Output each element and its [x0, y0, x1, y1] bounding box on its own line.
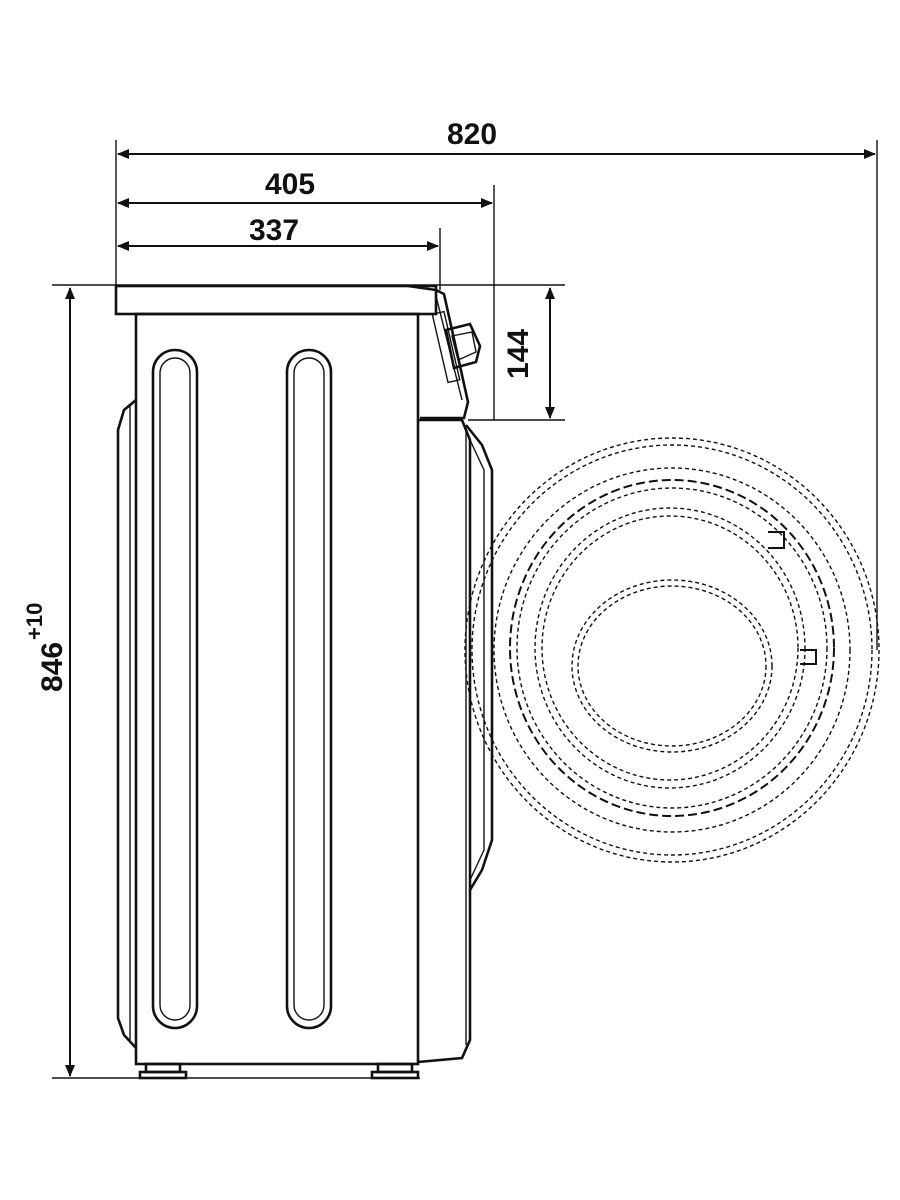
side-rib-left — [151, 348, 199, 1030]
control-knob — [444, 322, 482, 370]
label-846: 846 — [36, 642, 69, 692]
label-820: 820 — [447, 118, 497, 151]
control-panel — [420, 288, 470, 420]
label-846-tolerance: +10 — [22, 603, 47, 640]
door-bulge — [464, 424, 494, 891]
top-panel — [114, 284, 438, 316]
extension-lines — [52, 140, 878, 1079]
body-side-panel — [134, 312, 420, 1066]
side-rib-right — [285, 348, 333, 1030]
dimension-lines — [65, 149, 876, 1077]
label-337: 337 — [249, 214, 299, 247]
label-846-group: 846 +10 — [22, 603, 69, 692]
label-405: 405 — [265, 168, 315, 201]
machine-side-view — [114, 284, 494, 1080]
label-144: 144 — [502, 329, 535, 379]
front-panel — [417, 418, 472, 1064]
open-door-outline — [464, 437, 880, 863]
